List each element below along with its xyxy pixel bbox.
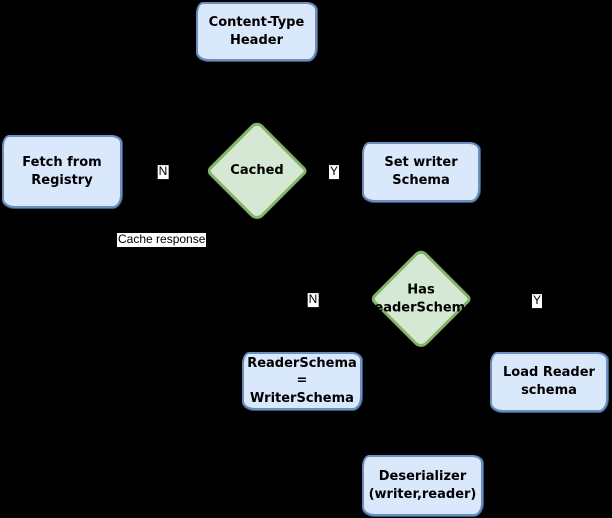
edge-label-cached-yes: Y [328,164,340,179]
node-label: ReaderSchema = WriterSchema [247,355,357,406]
node-decision-has-readerschema[interactable]: Has readerSchema [368,247,474,351]
node-set-writer-schema[interactable]: Set writer Schema [362,142,480,202]
edge-label-cached-no: N [157,164,169,179]
edge-label-cache-response: Cache response [117,232,207,247]
node-label: Fetch from Registry [22,154,102,188]
edge-label-has-readerschema-no: N [307,292,319,307]
diamond-shape [205,119,309,223]
edge-label-has-readerschema-yes: Y [531,293,543,308]
node-label: Load Reader schema [503,365,595,398]
node-deserializer[interactable]: Deserializer (writer,reader) [362,455,483,516]
node-readerschema-equals-writerschema[interactable]: ReaderSchema = WriterSchema [242,352,362,410]
node-load-reader-schema[interactable]: Load Reader schema [490,352,608,412]
node-label: Content-Type Header [208,14,305,48]
node-fetch-from-registry[interactable]: Fetch from Registry [2,135,122,208]
node-decision-cached[interactable]: Cached [205,119,309,223]
node-label: Deserializer (writer,reader) [368,468,477,502]
node-label: Set writer Schema [384,155,458,188]
diamond-shape [369,247,473,351]
node-content-type-header[interactable]: Content-Type Header [196,2,317,61]
